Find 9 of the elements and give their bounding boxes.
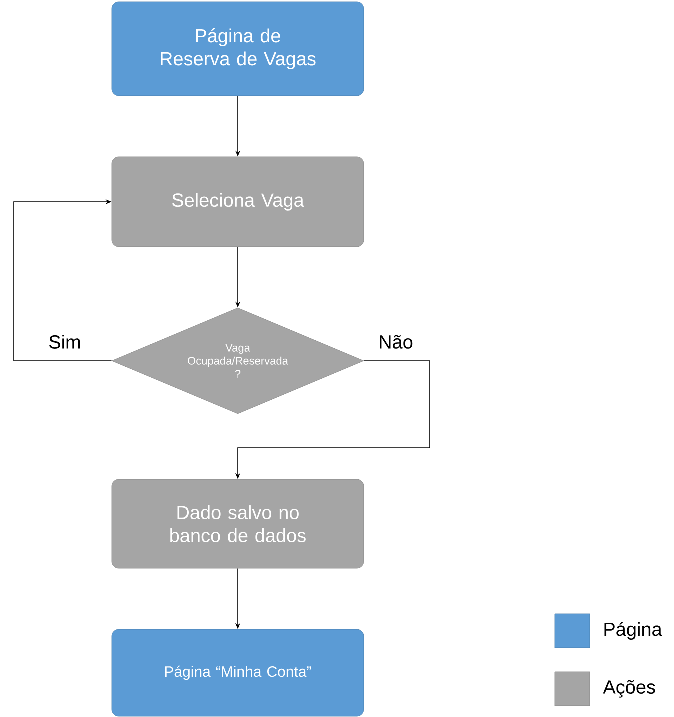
page-box: Página de Reserva de Vagas bbox=[112, 2, 364, 96]
action-box: Dado salvo no banco de dados bbox=[112, 479, 364, 569]
edge-label: Não bbox=[378, 334, 414, 350]
action-box: Seleciona Vaga bbox=[112, 156, 364, 248]
edge-label: Sim bbox=[48, 334, 82, 350]
page-box: Página “Minha Conta” bbox=[112, 629, 364, 717]
legend-label: Página bbox=[604, 622, 662, 640]
arrow bbox=[14, 199, 112, 362]
legend-label: Ações bbox=[603, 680, 656, 698]
